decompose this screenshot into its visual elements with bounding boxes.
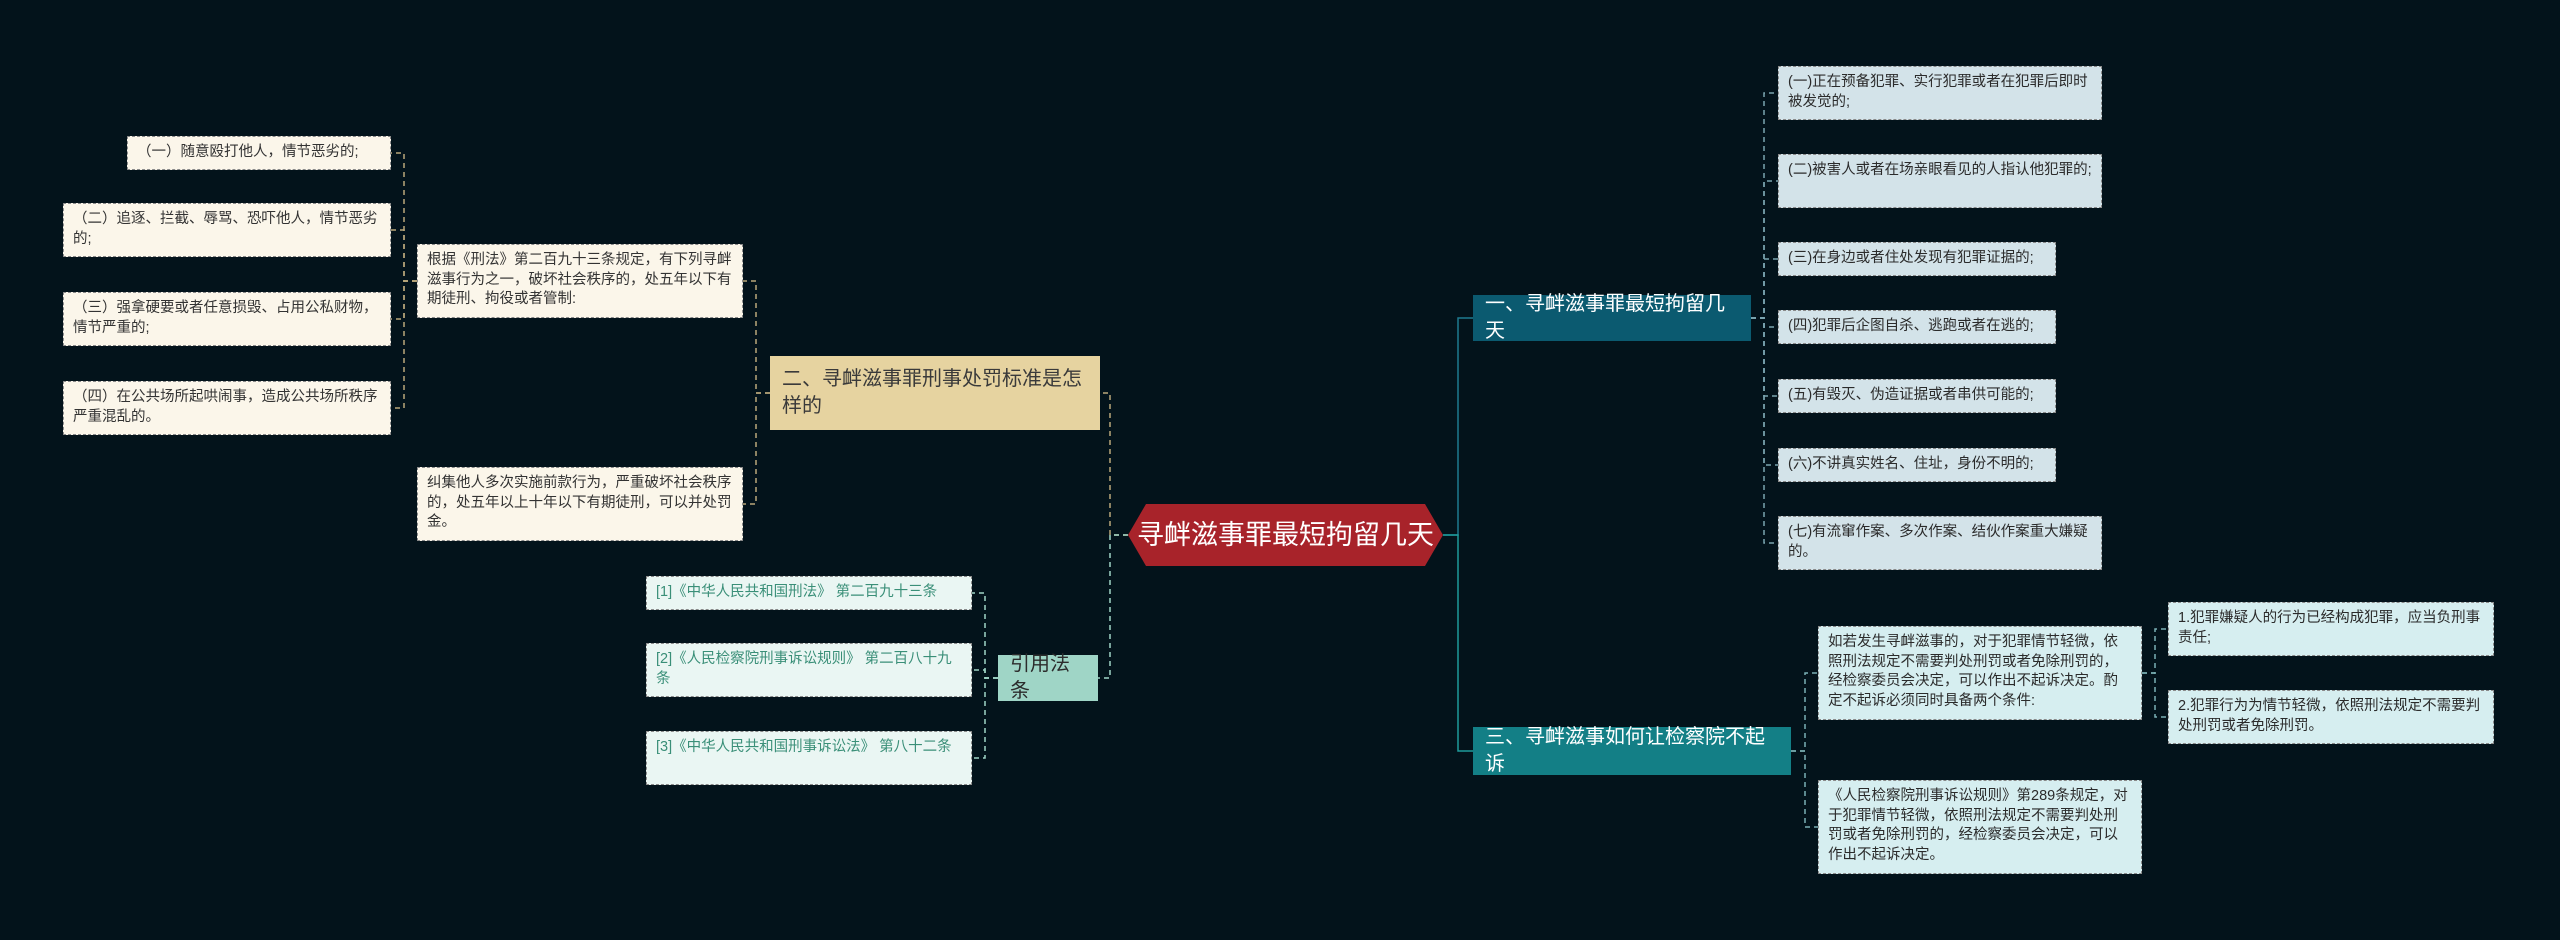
connector-b3-cond-1 [2142, 628, 2168, 674]
connector-ref-1 [972, 592, 998, 679]
connector-b3-explanation [1791, 672, 1818, 752]
leaf-b3-condition-1[interactable]: 1.犯罪嫌疑人的行为已经构成犯罪，应当负刑事责任; [2168, 602, 2494, 656]
leaf-b2-item-2[interactable]: （二）追逐、拦截、辱骂、恐吓他人，情节恶劣的; [63, 203, 391, 257]
refs-node[interactable]: 引用法条 [998, 653, 1098, 702]
leaf-b3-condition-2[interactable]: 2.犯罪行为为情节轻微，依照刑法规定不需要判处刑罚或者免除刑罚。 [2168, 690, 2494, 744]
connector-b3-cond-2 [2142, 672, 2168, 718]
connector-ref-3 [972, 677, 998, 759]
connector-b3-rule [1791, 750, 1818, 828]
ref-item-3[interactable]: [3]《中华人民共和国刑事诉讼法》 第八十二条 [646, 731, 972, 785]
branch-node-2[interactable]: 二、寻衅滋事罪刑事处罚标准是怎样的 [770, 356, 1100, 430]
branch-node-1[interactable]: 一、寻衅滋事罪最短拘留几天 [1473, 293, 1751, 342]
leaf-b1-item-5[interactable]: (五)有毁灭、伪造证据或者串供可能的; [1778, 379, 2056, 413]
leaf-b1-item-3[interactable]: (三)在身边或者住处发现有犯罪证据的; [1778, 242, 2056, 276]
connector-root-refs [1098, 534, 1128, 679]
connector-b1-leaf-5 [1751, 317, 1778, 397]
leaf-b2-item-3[interactable]: （三）强拿硬要或者任意损毁、占用公私财物，情节严重的; [63, 292, 391, 346]
leaf-b3-explanation[interactable]: 如若发生寻衅滋事的，对于犯罪情节轻微，依照刑法规定不需要判处刑罚或者免除刑罚的，… [1818, 626, 2142, 720]
ref-item-2[interactable]: [2]《人民检察院刑事诉讼规则》 第二百八十九条 [646, 643, 972, 697]
connector-b1-leaf-4 [1751, 317, 1778, 328]
connector-root-b3 [1443, 534, 1473, 752]
leaf-b2-item-1[interactable]: （一）随意殴打他人，情节恶劣的; [127, 136, 391, 170]
connector-b2-statute-2 [743, 392, 770, 505]
connector-b1-leaf-3 [1751, 258, 1778, 319]
root-node[interactable]: 寻衅滋事罪最短拘留几天 [1128, 504, 1443, 566]
leaf-b1-item-7[interactable]: (七)有流窜作案、多次作案、结伙作案重大嫌疑的。 [1778, 516, 2102, 570]
connector-b2-item-4 [391, 280, 417, 409]
connector-b1-leaf-1 [1751, 92, 1778, 319]
leaf-b2-statute[interactable]: 根据《刑法》第二百九十三条规定，有下列寻衅滋事行为之一，破坏社会秩序的，处五年以… [417, 244, 743, 318]
connector-b1-leaf-7 [1751, 317, 1778, 544]
leaf-b1-item-2[interactable]: (二)被害人或者在场亲眼看见的人指认他犯罪的; [1778, 154, 2102, 208]
leaf-b1-item-4[interactable]: (四)犯罪后企图自杀、逃跑或者在逃的; [1778, 310, 2056, 344]
leaf-b2-item-4[interactable]: （四）在公共场所起哄闹事，造成公共场所秩序严重混乱的。 [63, 381, 391, 435]
leaf-b2-statute-2[interactable]: 纠集他人多次实施前款行为，严重破坏社会秩序的，处五年以上十年以下有期徒刑，可以并… [417, 467, 743, 541]
connector-root-b2 [1100, 392, 1128, 536]
connector-b1-leaf-2 [1751, 180, 1778, 319]
connector-b1-leaf-6 [1751, 317, 1778, 466]
connector-b2-statute [743, 280, 770, 394]
leaf-b3-rule[interactable]: 《人民检察院刑事诉讼规则》第289条规定，对于犯罪情节轻微，依照刑法规定不需要判… [1818, 780, 2142, 874]
leaf-b1-item-6[interactable]: (六)不讲真实姓名、住址，身份不明的; [1778, 448, 2056, 482]
connector-b2-item-2 [391, 229, 417, 282]
connector-ref-2 [972, 669, 998, 679]
branch-node-3[interactable]: 三、寻衅滋事如何让检察院不起诉 [1473, 726, 1791, 775]
connector-root-b1 [1443, 317, 1473, 536]
ref-item-1[interactable]: [1]《中华人民共和国刑法》 第二百九十三条 [646, 576, 972, 610]
connector-b2-item-3 [391, 280, 417, 320]
connector-b2-item-1 [391, 152, 417, 282]
leaf-b1-item-1[interactable]: (一)正在预备犯罪、实行犯罪或者在犯罪后即时被发觉的; [1778, 66, 2102, 120]
